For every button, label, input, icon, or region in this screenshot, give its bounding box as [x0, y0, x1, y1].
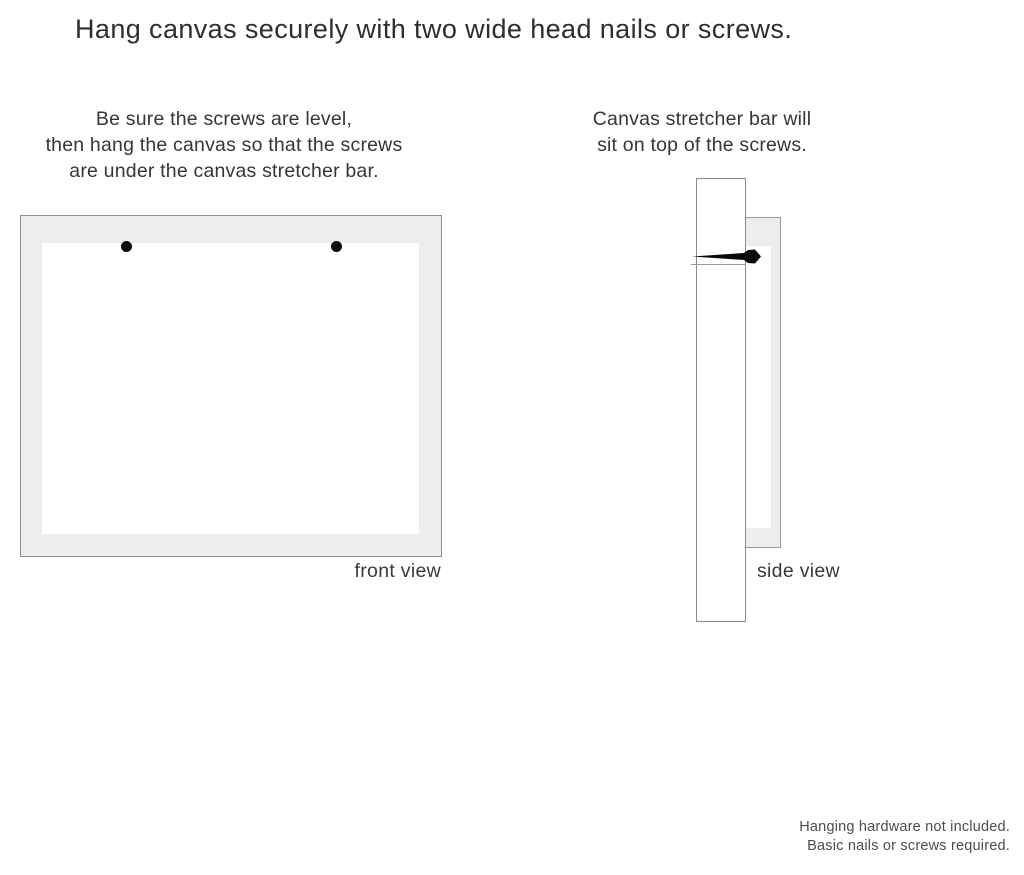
- side-view-label: side view: [757, 560, 840, 582]
- screw-dot-left: [121, 241, 132, 252]
- instruction-line: Canvas stretcher bar will: [592, 108, 812, 130]
- front-view-canvas-inner: [42, 243, 419, 534]
- instruction-line: Be sure the screws are level,: [95, 108, 353, 130]
- instruction-line: sit on top of the screws.: [597, 134, 807, 156]
- instruction-side-view: Canvas stretcher bar will sit on top of …: [561, 106, 843, 158]
- footer-line: Hanging hardware not included.: [799, 819, 1010, 835]
- instruction-line: then hang the canvas so that the screws: [45, 134, 403, 156]
- instruction-line: are under the canvas stretcher bar.: [69, 160, 379, 182]
- footer-note: Hanging hardware not included. Basic nai…: [708, 818, 1010, 856]
- instruction-front-view: Be sure the screws are level, then hang …: [28, 106, 420, 184]
- side-view-canvas-inner: [746, 246, 771, 528]
- footer-line: Basic nails or screws required.: [807, 838, 1010, 854]
- nail-icon: [691, 249, 761, 265]
- page-title: Hang canvas securely with two wide head …: [75, 14, 793, 44]
- front-view-label: front view: [354, 560, 441, 582]
- side-view-canvas-edge: [746, 217, 781, 548]
- side-view-wall-bar: [696, 178, 746, 622]
- screw-dot-right: [331, 241, 342, 252]
- front-view-canvas-frame: [20, 215, 442, 557]
